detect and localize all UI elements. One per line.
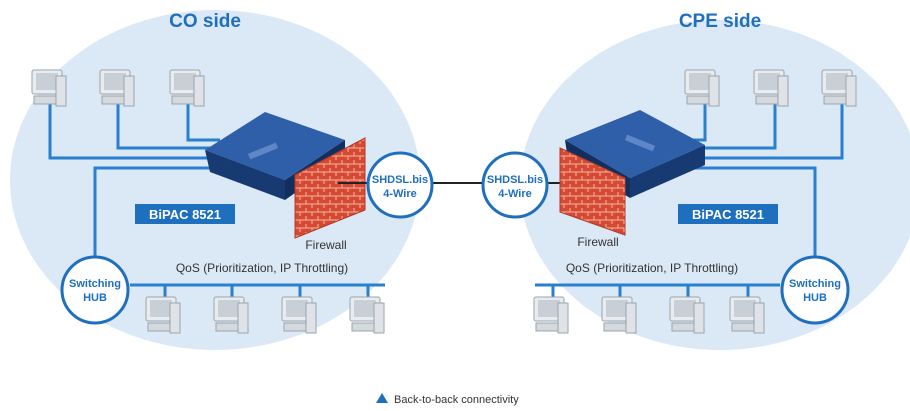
cpe-bottom-pc-1 <box>533 296 569 334</box>
co-top-pc-3 <box>169 69 205 107</box>
co-bottom-pc-1 <box>145 296 181 334</box>
cpe-bottom-pc-3 <box>669 296 705 334</box>
cpe-firewall-label: Firewall <box>577 235 618 249</box>
cpe-top-pc-3 <box>821 69 857 107</box>
co-firewall <box>294 137 366 239</box>
co-connection-lines <box>48 104 385 297</box>
cpe-qos-label: QoS (Prioritization, IP Throttling) <box>566 261 738 275</box>
triangle-bullet-icon <box>376 393 388 403</box>
co-firewall-label: Firewall <box>305 238 346 252</box>
svg-text:Switching: Switching <box>789 278 841 290</box>
co-top-pc-2 <box>99 69 135 107</box>
co-shdsl-badge: SHDSL.bis 4-Wire <box>366 151 434 219</box>
svg-text:Switching: Switching <box>69 278 121 290</box>
co-switching-hub: Switching HUB <box>60 255 130 325</box>
cpe-router-label: BiPAC 8521 <box>678 204 778 224</box>
caption: Back-to-back connectivity <box>394 394 519 406</box>
cpe-switching-hub: Switching HUB <box>780 255 850 325</box>
svg-text:SHDSL.bis: SHDSL.bis <box>487 174 543 186</box>
cpe-firewall <box>559 147 626 236</box>
co-router-label: BiPAC 8521 <box>135 204 235 224</box>
cpe-top-pc-2 <box>753 69 789 107</box>
svg-text:BiPAC 8521: BiPAC 8521 <box>692 207 764 222</box>
svg-text:SHDSL.bis: SHDSL.bis <box>372 174 428 186</box>
co-qos-label: QoS (Prioritization, IP Throttling) <box>176 261 348 275</box>
cpe-bottom-pc-2 <box>601 296 637 334</box>
co-bottom-pc-4 <box>349 296 385 334</box>
svg-text:HUB: HUB <box>83 292 107 304</box>
co-bottom-pc-3 <box>281 296 317 334</box>
cpe-bottom-pc-4 <box>729 296 765 334</box>
svg-text:4-Wire: 4-Wire <box>498 188 532 200</box>
co-router <box>205 112 345 200</box>
svg-text:4-Wire: 4-Wire <box>383 188 417 200</box>
co-top-pc-1 <box>31 69 67 107</box>
cpe-side-title: CPE side <box>679 11 761 32</box>
co-bottom-pc-2 <box>213 296 249 334</box>
co-side-title: CO side <box>169 11 241 32</box>
cpe-top-pc-1 <box>684 69 720 107</box>
cpe-shdsl-badge: SHDSL.bis 4-Wire <box>481 151 549 219</box>
svg-text:BiPAC 8521: BiPAC 8521 <box>149 207 221 222</box>
svg-text:HUB: HUB <box>803 292 827 304</box>
